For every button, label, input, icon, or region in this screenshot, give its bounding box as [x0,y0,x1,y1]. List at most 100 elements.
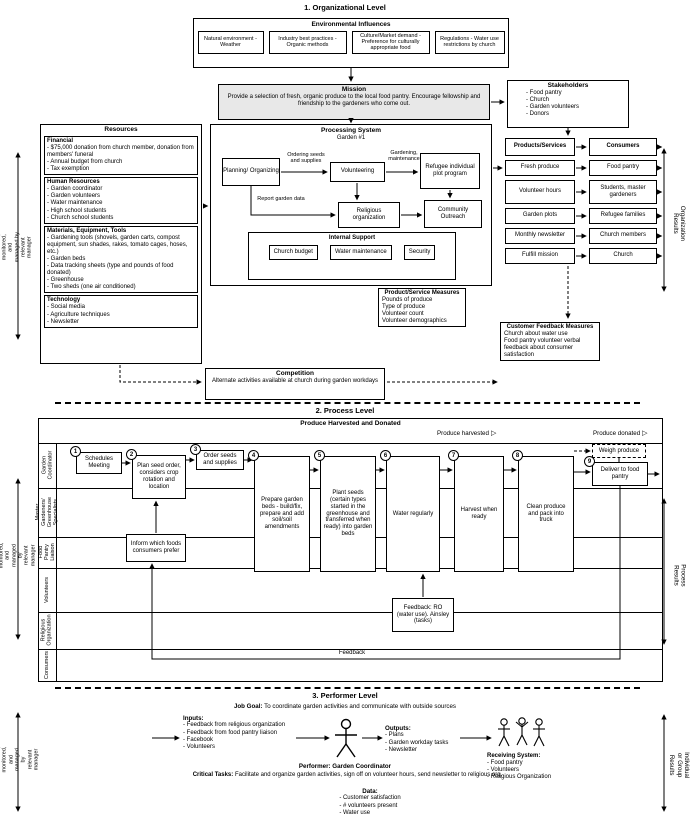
lane-line [38,612,663,613]
data-block: Data: - Customer satisfaction - # volunt… [305,788,435,819]
stakeholders-box: Stakeholders - Food pantry - Church - Ga… [507,80,629,128]
org-level-title: 1. Organizational Level [304,3,386,12]
product-service-measures-box: Product/Service Measures Pounds of produ… [378,288,466,328]
performer-name: Performer: Garden Coordinator [298,763,392,770]
performer-left-rail-label: Individual or group results measured, mo… [0,746,40,773]
community-outreach-box: Community Outreach [424,200,482,228]
env-items: Natural environment - Weather Industry b… [194,29,508,56]
cf-measures-items: Church about water use Food pantry volun… [504,331,581,359]
mission-text: Provide a selection of fresh, organic pr… [227,93,481,107]
step-order-seeds: Order seeds and supplies [196,450,244,470]
env-item-culture: Culture/Market demand - Preference for c… [351,30,430,54]
product-cell: Fresh produce [505,160,575,176]
weigh-produce-box: Weigh produce [592,444,646,458]
section-title: Materials, Equipment, Tools [47,227,127,234]
resources-human: Human Resources - Garden coordinator - G… [44,177,198,224]
church-budget-box: Church budget [268,245,318,261]
processing-subtitle: Garden #1 [336,134,366,141]
internal-support-items: Church budget Water maintenance Security [249,245,455,261]
section-title: Technology [47,297,81,304]
refugee-plot-box: Refugee individual plot program [420,153,480,189]
process-left-rail-label: Process results measured, monitored, and… [0,542,37,569]
receiving-items: - Food pantry - Volunteers - Religious O… [487,760,552,781]
receiving-block: Receiving System: - Food pantry - Volunt… [487,753,551,781]
step-number: 6 [380,450,391,461]
section-items: - Social media - Agriculture techniques … [47,304,110,325]
data-items: - Customer satisfaction - # volunteers p… [339,795,401,816]
consumer-cell: Refugee families [589,208,657,224]
internal-support-box: Internal Support Church budget Water mai… [248,232,456,280]
outputs-title: Outputs: [385,725,411,732]
process-right-rail-label: Process Results [672,563,687,587]
step-number: 8 [512,450,523,461]
section-items: - $75,000 donation from church member, d… [47,144,194,173]
lane-garden-coordinator: Garden Coordinator [40,451,53,480]
resources-title: Resources [104,126,138,133]
process-header: Produce Harvested and Donated [300,420,401,427]
section-title: Financial [47,137,74,144]
env-title: Environmental Influences [311,21,391,28]
ps-measures-items: Pounds of produce Type of produce Volunt… [382,297,447,325]
inform-foods-box: Inform which foods consumers prefer [126,534,186,562]
step-schedules-meeting: Schedules Meeting [76,452,122,474]
competition-text: Alternate activities available at church… [211,377,379,384]
receiving-system-figures-icon [498,717,545,747]
critical-tasks: Critical Tasks: Facilitate and organize … [192,772,503,778]
consumer-cell: Students, master gardeners [589,180,657,204]
performer-level-title: 3. Performer Level [312,691,378,700]
org-left-rail-label: Organization results measured, monitored… [0,231,33,263]
job-goal: Job Goal: To coordinate garden activitie… [233,703,457,710]
step-number: 2 [126,449,137,460]
step-number: 3 [190,444,201,455]
ordering-seeds-label: Ordering seeds and supplies [283,152,329,165]
garden-coordinator-figure-icon [335,718,357,758]
feedback-ro-box: Feedback: RO (water use). Ainsley (tasks… [392,598,454,632]
products-header-cell: Products/Services [505,138,575,156]
consumer-cell: Church members [589,228,657,244]
level-separator [55,687,640,689]
step-clean-pack: Clean produce and pack into truck [518,456,574,572]
resources-box: Resources Financial - $75,000 donation f… [40,124,202,364]
stakeholders-title: Stakeholders [547,82,589,89]
competition-title: Competition [276,370,314,377]
resources-materials: Materials, Equipment, Tools - Gardening … [44,225,198,294]
section-items: - Gardening tools (shovels, garden carts… [47,234,188,291]
resources-technology: Technology - Social media - Agriculture … [44,295,198,328]
produce-harvested-label: Produce harvested▷ [437,430,497,438]
env-item-regulations: Regulations - Water use restrictions by … [434,30,505,54]
env-item-industry: Industry best practices - Organic method… [268,30,347,54]
lane-label-divider [56,443,57,682]
step-harvest: Harvest when ready [454,456,504,572]
level-separator [55,402,640,404]
mission-box: Mission Provide a selection of fresh, or… [218,84,490,120]
gardening-maintenance-label: Gardening, maintenance [388,150,420,163]
outputs-block: Outputs: - Plans - Garden workday tasks … [385,725,448,754]
product-cell: Fulfill mission [505,248,575,264]
product-cell: Volunteer hours [505,180,575,204]
step-prepare-beds: Prepare garden beds - build/fix, prepare… [254,456,310,572]
inputs-title: Inputs: [183,715,204,722]
open-arrow-icon: ▷ [490,430,497,437]
report-garden-data-label: Report garden data [252,196,310,203]
data-title: Data: [362,788,378,795]
step-deliver: Deliver to food pantry [592,462,648,486]
inputs-items: - Feedback from religious organization -… [183,722,286,750]
mission-title: Mission [341,86,367,93]
product-cell: Monthly newsletter [505,228,575,244]
inputs-block: Inputs: - Feedback from religious organi… [183,715,285,751]
ps-measures-title: Product/Service Measures [384,290,460,296]
step-number: 9 [584,456,595,467]
outputs-items: - Plans - Garden workday tasks - Newslet… [385,732,449,753]
produce-donated-label: Produce donated▷ [593,430,648,438]
processing-title: Processing System [321,127,381,134]
environmental-influences-box: Environmental Influences Natural environ… [193,18,509,68]
lane-food-pantry-liaison: Food Pantry Liaison [37,543,57,562]
competition-box: Competition Alternate activities availab… [205,368,385,400]
receiving-title: Receiving System: [487,753,541,759]
step-number: 5 [314,450,325,461]
water-maintenance-box: Water maintenance [329,245,392,261]
step-number: 1 [70,446,81,457]
product-cell: Garden plots [505,208,575,224]
planning-organizing-box: Planning/ Organizing [222,158,280,186]
